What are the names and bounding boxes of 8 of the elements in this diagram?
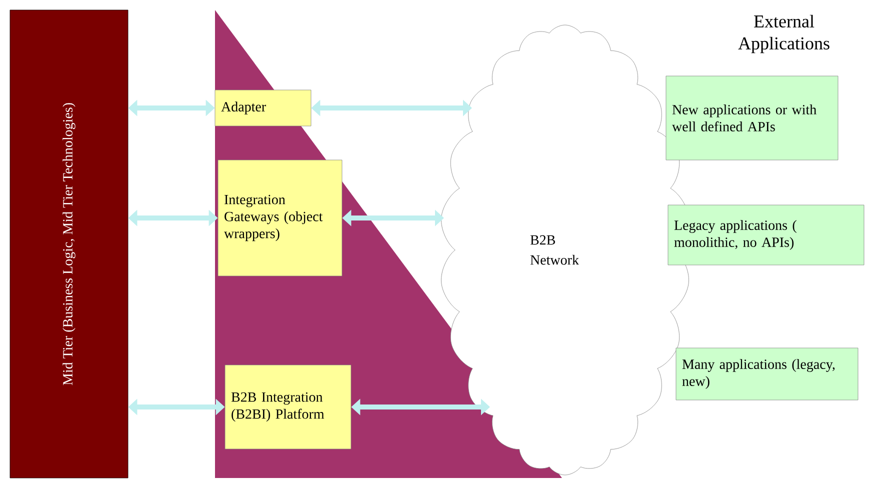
- mid-tier-bar: Mid Tier (Business Logic, Mid Tier Technologies): [10, 10, 128, 478]
- application-box: Many applications (legacy, new): [676, 348, 858, 400]
- heading: External Applications: [738, 14, 830, 54]
- component-box: Integration Gateways (object wrappers): [218, 160, 342, 276]
- component-box: B2B Integration (B2BI) Platform: [224, 364, 352, 450]
- application-box: Legacy applications ( monolithic, no APIs): [668, 204, 864, 266]
- component-box: Adapter: [214, 90, 312, 126]
- application-box: New applications or with well defined APIs: [666, 76, 838, 160]
